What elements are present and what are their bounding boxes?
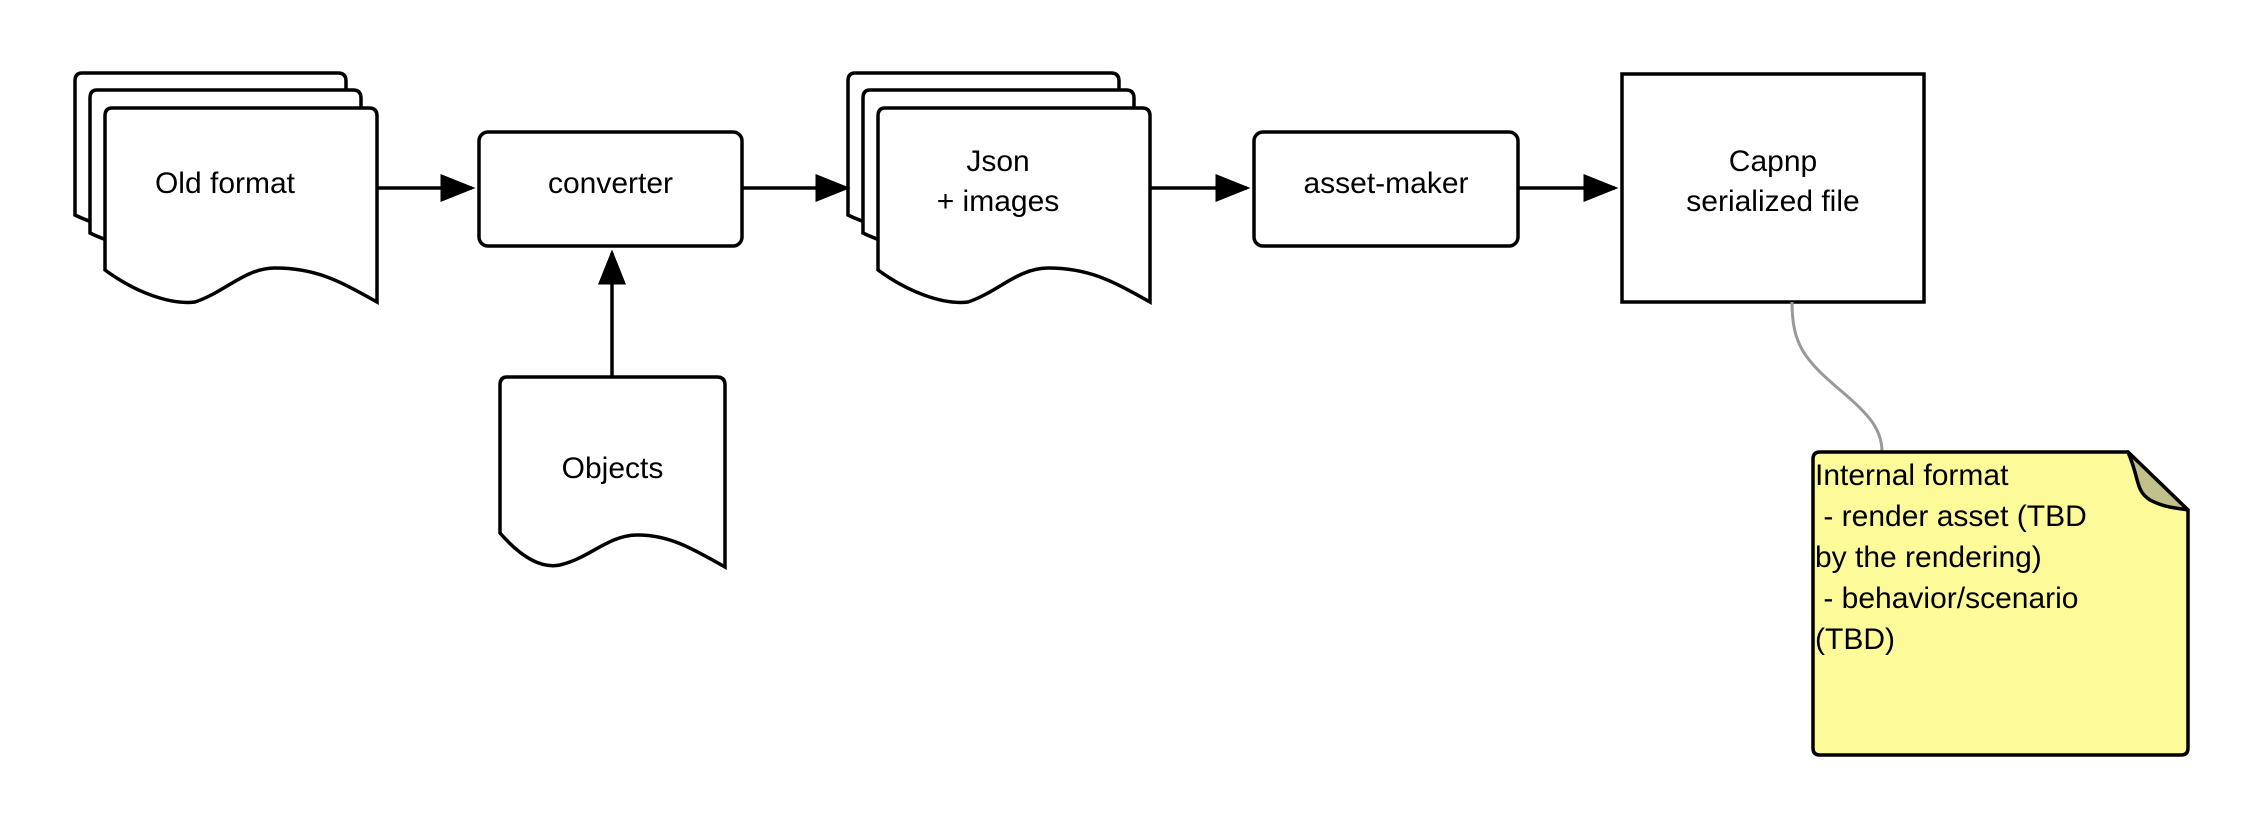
old-format-sheet-front: [103, 106, 379, 305]
json-images-label: Json + images: [936, 145, 1060, 218]
capnp-label: Capnp serialized file: [1686, 145, 1860, 218]
note-fold-corner: [2126, 450, 2190, 512]
note-body: [1811, 450, 2190, 757]
note-text: Internal format - render asset (TBD by t…: [1815, 459, 2087, 656]
note-shape: [1811, 450, 2190, 757]
asset-maker-label: asset-maker: [1303, 167, 1469, 200]
objects-label: Objects: [561, 452, 664, 485]
objects-document: [498, 375, 727, 571]
converter-label: converter: [547, 167, 674, 200]
note-connector: [1790, 301, 1884, 453]
capnp-box: [1620, 72, 1926, 304]
old-format-document-stack: [73, 71, 379, 305]
json-images-document-stack: [846, 71, 1152, 305]
old-format-label: Old format: [154, 167, 296, 200]
json-sheet-front: [876, 106, 1152, 305]
